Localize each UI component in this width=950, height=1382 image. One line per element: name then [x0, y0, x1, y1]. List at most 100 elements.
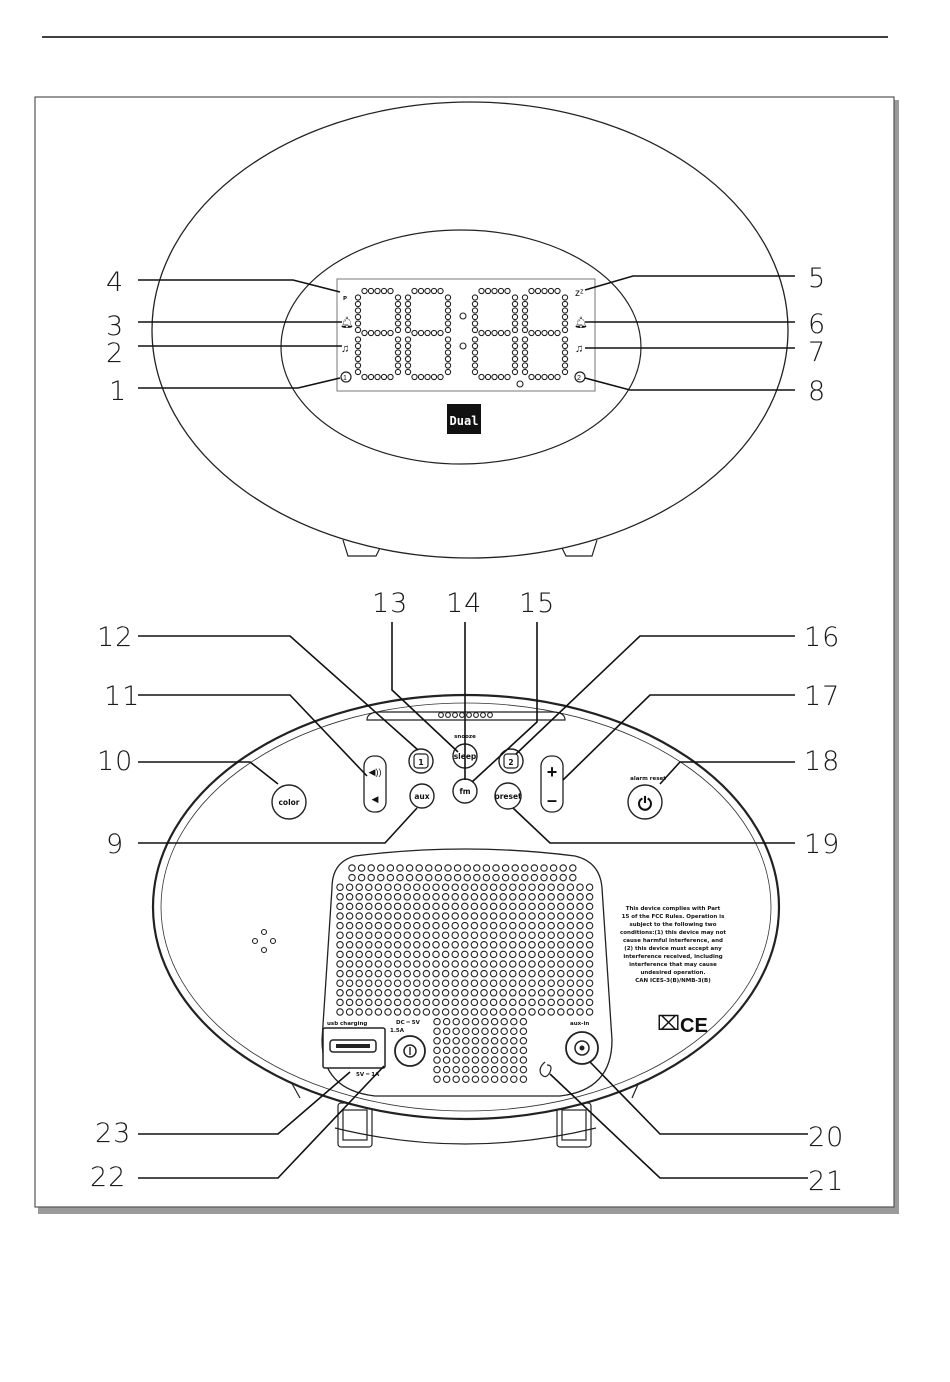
lcd-segment-dot: [354, 313, 362, 321]
grille-hole: [509, 960, 517, 968]
grille-hole: [461, 921, 469, 930]
grille-hole: [490, 1027, 499, 1035]
aux-button[interactable]: aux: [409, 783, 435, 809]
grille-hole: [470, 960, 479, 968]
preset-button[interactable]: preset: [494, 782, 522, 810]
grille-hole: [345, 960, 354, 968]
grille-hole: [384, 941, 392, 949]
grille-hole: [413, 969, 421, 978]
lcd-segment-dot: [554, 329, 561, 337]
snooze-ridge: [480, 712, 486, 718]
grille-hole: [384, 998, 392, 1007]
lcd-segment-dot: [380, 287, 388, 295]
grille-hole: [528, 989, 536, 997]
grille-hole: [528, 979, 536, 987]
volume-buttons[interactable]: ◀)) ◀: [363, 755, 387, 813]
aux-in-port[interactable]: [565, 1031, 599, 1065]
lcd-segment-dot: [478, 329, 485, 337]
grille-hole: [384, 893, 392, 901]
lcd-segment-dot: [394, 355, 402, 363]
lcd-segment-dot: [404, 368, 412, 376]
lcd-segment-dot: [497, 329, 505, 337]
lcd-segment-dot: [430, 373, 438, 381]
lcd-segment-dot: [561, 294, 569, 301]
grille-hole: [489, 902, 498, 911]
grille-hole: [547, 950, 555, 959]
grille-hole: [470, 1008, 479, 1016]
lcd-segment-dot: [521, 342, 529, 350]
lcd-segment-dot: [471, 307, 479, 314]
svg-text:2: 2: [577, 375, 581, 382]
grille-hole: [547, 979, 555, 987]
dc-power-port[interactable]: [394, 1035, 426, 1067]
svg-text:1: 1: [343, 375, 347, 382]
grille-hole: [345, 912, 354, 920]
grille-hole: [557, 941, 565, 949]
grille-hole: [345, 883, 354, 891]
grille-hole: [499, 941, 507, 949]
svg-text:🔔︎: 🔔︎: [340, 316, 354, 329]
grille-hole: [432, 989, 440, 997]
grille-hole: [415, 873, 423, 882]
grille-hole: [557, 979, 565, 987]
grille-hole: [521, 864, 529, 872]
lcd-segment-dot: [511, 307, 519, 314]
alarm2-button[interactable]: 2: [498, 748, 524, 774]
grille-hole: [393, 950, 402, 959]
snooze-bar-ridges: [438, 712, 493, 718]
power-icon: ⏻: [638, 794, 653, 814]
lcd-segment-dot: [404, 349, 412, 356]
grille-hole: [432, 969, 440, 978]
alarm1-clock-icon: 1: [340, 371, 352, 383]
svg-text:zᶻ: zᶻ: [575, 288, 584, 299]
lcd-segment-dot: [504, 373, 511, 381]
color-button[interactable]: color: [271, 784, 307, 820]
lcd-segment-dot: [511, 368, 519, 376]
grille-hole: [481, 1046, 489, 1055]
grille-hole: [499, 989, 507, 997]
grille-hole: [461, 941, 469, 949]
callout-22: 22: [90, 1162, 126, 1193]
grille-hole: [461, 998, 469, 1007]
grille-hole: [518, 893, 527, 901]
grille-hole: [537, 989, 546, 997]
grille-hole: [518, 902, 527, 911]
grille-hole: [413, 989, 421, 997]
grille-hole: [499, 1008, 507, 1016]
grille-hole: [442, 1046, 451, 1055]
fm-button[interactable]: fm: [452, 778, 478, 804]
grille-hole: [403, 902, 411, 911]
grille-hole: [470, 979, 479, 987]
grille-hole: [422, 998, 431, 1007]
grille-hole: [521, 873, 529, 882]
grille-hole: [481, 1017, 489, 1026]
power-button[interactable]: ⏻ alarm reset: [627, 776, 666, 820]
grille-hole: [451, 960, 459, 968]
grille-hole: [462, 1046, 470, 1055]
grille-hole: [480, 979, 488, 987]
grille-hole: [499, 921, 507, 930]
callout-8: 8: [808, 376, 826, 407]
grille-hole: [566, 998, 575, 1007]
alarm1-button[interactable]: 1: [408, 748, 434, 774]
grille-hole: [452, 1017, 460, 1026]
compliance-line: conditions:(1) this device may not: [620, 930, 726, 936]
callout-21: 21: [808, 1166, 844, 1197]
grille-hole: [540, 864, 548, 872]
grille-hole: [547, 989, 555, 997]
tuning-buttons[interactable]: + –: [540, 755, 564, 813]
lcd-segment-dot: [561, 362, 569, 369]
grille-hole: [499, 912, 507, 920]
grille-hole: [547, 941, 555, 949]
lcd-segment-dot: [367, 287, 375, 295]
grille-hole: [499, 969, 507, 978]
usb-port[interactable]: [322, 1027, 386, 1069]
lcd-segment-dot: [354, 336, 362, 343]
lcd-segment-dot: [394, 362, 402, 369]
grille-hole: [500, 1065, 508, 1074]
grille-hole: [499, 950, 507, 959]
grille-hole: [566, 893, 575, 901]
lcd-segment-dot: [521, 349, 529, 356]
svg-text:2: 2: [508, 758, 513, 767]
